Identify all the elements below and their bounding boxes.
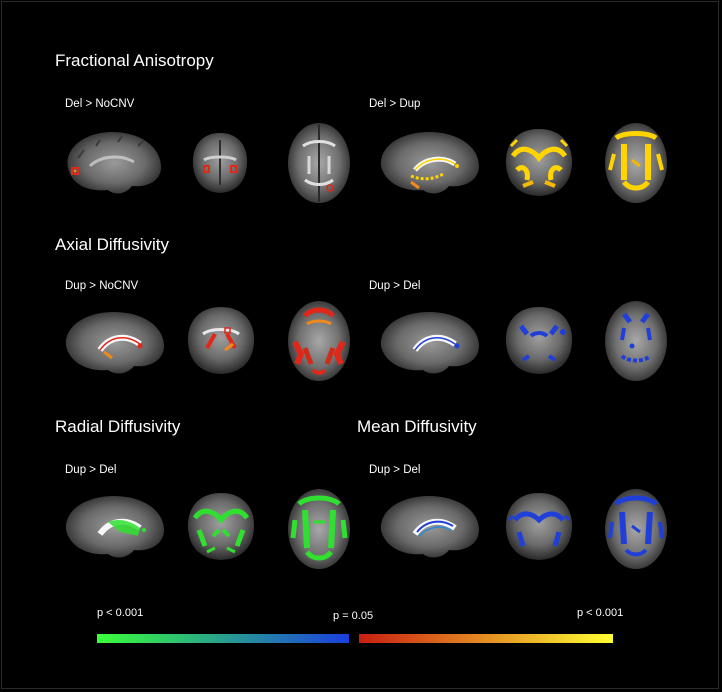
label-del-nocnv: Del > NoCNV — [65, 98, 135, 110]
brain-sagittal-ad-dup-nocnv — [65, 312, 164, 374]
brain-sagittal-ad-dup-del — [380, 312, 479, 374]
brain-axial-md-dup-del — [605, 489, 667, 569]
title-mean-diffusivity: Mean Diffusivity — [357, 417, 477, 436]
brain-coronal-md-dup-del — [505, 493, 573, 560]
brain-coronal-ad-dup-nocnv — [187, 307, 255, 374]
colorbar-cool — [97, 634, 349, 643]
brain-sagittal-rd-dup-del — [65, 496, 164, 558]
colorbar-left-label: p < 0.001 — [97, 607, 144, 619]
label-del-dup: Del > Dup — [369, 98, 421, 110]
colorbar-warm — [359, 634, 613, 643]
label-dup-del-ad: Dup > Del — [369, 280, 421, 292]
brain-sagittal-fa-del-dup — [380, 132, 479, 194]
brain-sagittal-fa-del-nocnv — [67, 132, 162, 194]
brain-axial-ad-dup-nocnv — [288, 301, 350, 381]
colorbar-mid-label: p = 0.05 — [333, 610, 374, 622]
brain-axial-fa-del-dup — [605, 123, 667, 203]
title-radial-diffusivity: Radial Diffusivity — [55, 417, 181, 436]
brain-coronal-rd-dup-del — [187, 493, 255, 560]
label-dup-nocnv: Dup > NoCNV — [65, 280, 139, 292]
brain-coronal-ad-dup-del — [505, 307, 573, 374]
brain-coronal-fa-del-dup — [505, 129, 573, 196]
title-fractional-anisotropy: Fractional Anisotropy — [55, 51, 214, 70]
brain-axial-ad-dup-del — [605, 301, 667, 381]
brain-sagittal-md-dup-del — [380, 496, 479, 558]
colorbar-right-label: p < 0.001 — [577, 607, 624, 619]
label-dup-del-md: Dup > Del — [369, 464, 421, 476]
label-dup-del-rd: Dup > Del — [65, 464, 117, 476]
title-axial-diffusivity: Axial Diffusivity — [55, 235, 169, 254]
brain-coronal-fa-del-nocnv — [192, 133, 248, 193]
brain-axial-fa-del-nocnv — [288, 123, 350, 203]
brain-axial-rd-dup-del — [288, 489, 350, 569]
